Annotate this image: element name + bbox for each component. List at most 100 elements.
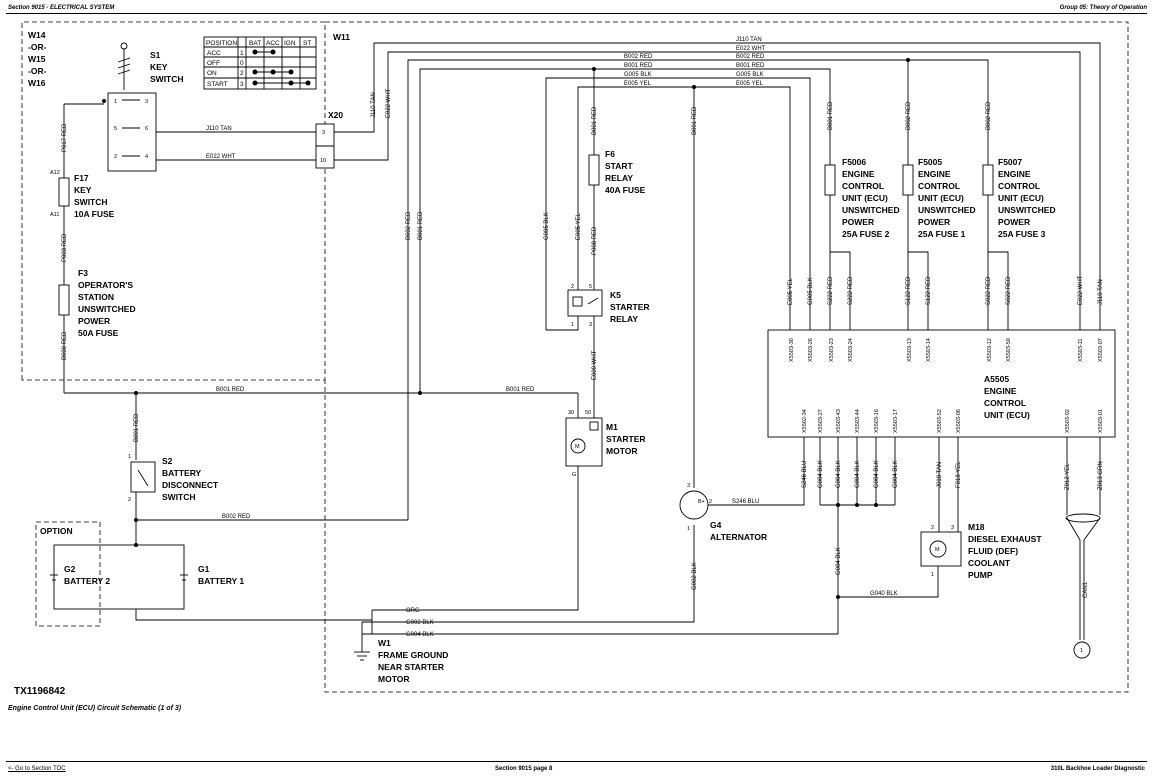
- components-f5005-6: 25A FUSE 1: [918, 229, 966, 239]
- s1-pin-6: 6: [145, 126, 148, 132]
- harness-w11-boundary: [324, 21, 1129, 693]
- circle: [134, 518, 138, 522]
- harness-w11-label: W11: [333, 32, 350, 42]
- s1-pin-5: 5: [114, 126, 117, 132]
- pins-m18_symbol: M: [935, 547, 940, 553]
- circle: [855, 503, 859, 507]
- pins-g4-0: 3: [687, 483, 690, 489]
- components-f5005-0: F5005: [918, 157, 942, 167]
- polyline: [1083, 517, 1101, 640]
- ecu_pins_bottom-0: X5502-34: [802, 409, 808, 433]
- polyline: [407, 59, 989, 520]
- components-f5006-4: UNSWITCHED: [842, 205, 900, 215]
- ellipse: [1065, 513, 1101, 523]
- components-can: CAN1: [1083, 581, 1089, 598]
- footer-model: 310L Backhoe Loader Diagnostic: [1050, 766, 1145, 772]
- circle: [134, 543, 138, 547]
- wires-z013_grn: Z013 GRN: [1098, 461, 1104, 490]
- components-f5005-3: UNIT (ECU): [918, 193, 964, 203]
- header-group: Group 05: Theory of Operation: [1059, 5, 1147, 11]
- ecu_pins_top-8: X5503-11: [1078, 339, 1084, 362]
- circle: [906, 58, 910, 62]
- wires-j110_tan: J110 TAN: [371, 92, 377, 118]
- pins-k5-3: 3: [589, 322, 592, 328]
- wires-g040_blk: G040 BLK: [870, 591, 898, 597]
- rect: [53, 544, 185, 610]
- components-f5007-1: ENGINE: [998, 169, 1031, 179]
- pins-s2-1: 2: [128, 497, 131, 503]
- s1-pin-3: 3: [145, 99, 148, 105]
- ecu_pins_top-6: X5503-12: [987, 338, 993, 362]
- components-f3-2: STATION: [78, 292, 114, 302]
- line: [117, 63, 131, 69]
- table-header-st: ST: [303, 40, 311, 47]
- polyline: [829, 195, 851, 330]
- wires-g002_blk: G002 BLK: [692, 562, 698, 590]
- polyline: [419, 68, 831, 393]
- components-f3-1: OPERATOR'S: [78, 280, 133, 290]
- harness-or-label-2: -OR-: [28, 66, 47, 76]
- option-label: OPTION: [40, 526, 73, 536]
- components-f5006-3: UNIT (ECU): [842, 193, 888, 203]
- f5006-fuse: [824, 164, 836, 196]
- ecu_pins_bottom-5: X5503-17: [893, 409, 899, 433]
- wires-e022_wht: E022 WHT: [206, 154, 236, 160]
- components-f5005-2: CONTROL: [918, 181, 960, 191]
- wires-b001_red: B001 RED: [134, 413, 140, 442]
- harness-w14-label: W14: [28, 30, 46, 40]
- wires-b001_red: B001 RED: [692, 106, 698, 135]
- table-row-off: OFF: [207, 60, 220, 67]
- m18-label-id: M18: [968, 522, 985, 532]
- components-w1-3: MOTOR: [378, 674, 409, 684]
- wires-org: ORG: [406, 608, 420, 614]
- components-m18-1: DIESEL EXHAUST: [968, 534, 1042, 544]
- wires-s246_blu: S246 BLU: [732, 499, 759, 505]
- f5005-label: F5005 ENGINE CONTROL UNIT (ECU) UNSWITCH…: [918, 157, 976, 239]
- f17-fuse: [58, 177, 70, 207]
- k5-label-id: K5: [610, 290, 621, 300]
- s1-label-id: S1: [150, 50, 161, 60]
- m18-def-pump-body: [920, 531, 962, 567]
- f5007-fuse: [982, 164, 994, 196]
- wires-p017_red: P017 RED: [62, 123, 68, 152]
- ecu_pins_bottom-6: X5503-52: [937, 409, 943, 433]
- polyline: [987, 195, 1009, 330]
- s1-pin-4: 4: [145, 154, 148, 160]
- pins-m1-2: G: [572, 472, 576, 478]
- footer-rule: [6, 761, 1147, 762]
- wires-g005_blk: G005 BLK: [736, 72, 764, 78]
- wires-g004_blk: G004 BLK: [893, 460, 899, 488]
- pins-k5-1: 5: [589, 284, 592, 290]
- s1-pin-1: 1: [114, 99, 117, 105]
- w1-label-id: W1: [378, 638, 391, 648]
- ecu_pins_bottom-7: X5503-06: [956, 409, 962, 433]
- wires-b002_red: B002 RED: [986, 101, 992, 130]
- s1-label-line2: KEY: [150, 62, 168, 72]
- ecu_pins_top-0: X5503-30: [789, 338, 795, 362]
- table-row-start: START: [207, 81, 228, 88]
- pins-m1-0: 30: [568, 410, 574, 416]
- wires-g004_blk: G004 BLK: [855, 460, 861, 488]
- x20-label: X20: [328, 110, 343, 120]
- section-toc-link[interactable]: <- Go to Section TOC: [8, 766, 66, 772]
- position_table-rows-2-num: 2: [240, 70, 244, 77]
- wires-e005_yel: E005 YEL: [624, 81, 652, 87]
- pins-m1_symbol: M: [575, 444, 580, 450]
- components-s2-1: BATTERY: [162, 468, 202, 478]
- circle: [874, 503, 878, 507]
- circle: [102, 99, 106, 103]
- figure-caption: Engine Control Unit (ECU) Circuit Schema…: [8, 705, 182, 712]
- s1-key-switch-body: [107, 92, 157, 172]
- ecu_pins_top-5: X5503-14: [926, 338, 932, 362]
- ecu-top-pins: X5503-30 X5503-26 X5503-23 X5503-24 X550…: [789, 338, 1104, 362]
- wires-f018_yel: F018 YEL: [956, 461, 962, 488]
- key-symbol-icon: [120, 42, 128, 50]
- components-f5005-5: POWER: [918, 217, 950, 227]
- table-header-acc: ACC: [266, 40, 280, 47]
- wires-b001_red: B001 RED: [828, 101, 834, 130]
- wires-p003_red: P003 RED: [62, 233, 68, 262]
- polyline: [334, 51, 1081, 330]
- line: [587, 297, 599, 305]
- s1-pin-2: 2: [114, 154, 117, 160]
